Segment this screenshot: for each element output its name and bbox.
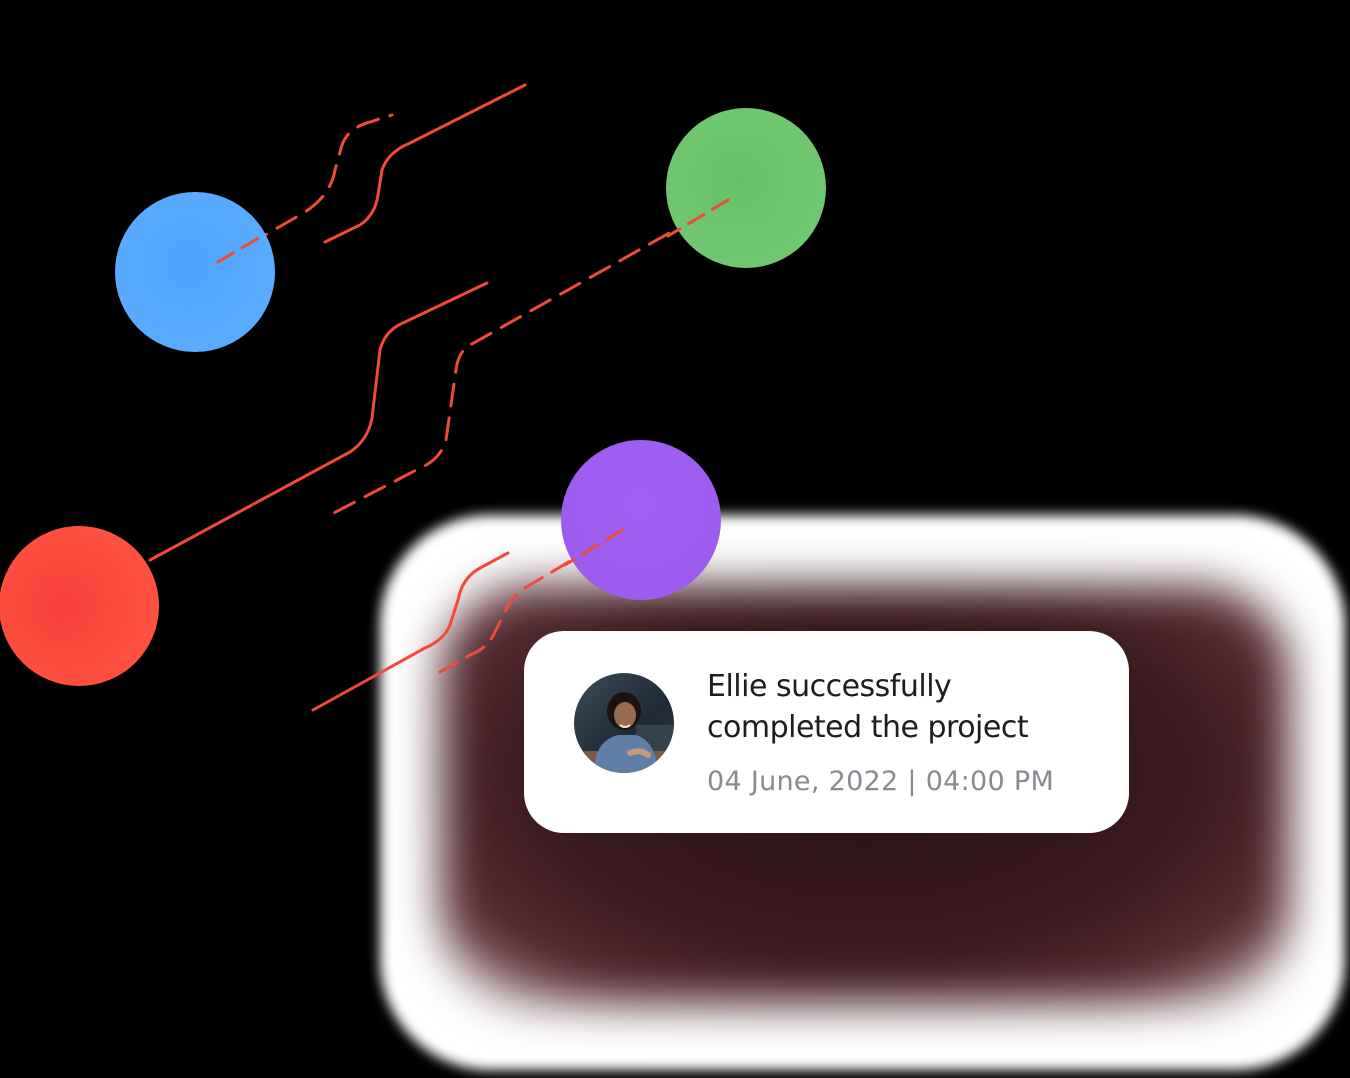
avatar-photo-icon — [574, 673, 674, 773]
dashed-link-green — [328, 198, 730, 517]
dash-over-purple — [563, 528, 624, 567]
node-red — [0, 526, 159, 686]
solid-link-blue-top — [323, 83, 527, 244]
notification-timestamp: 04 June, 2022 | 04:00 PM — [707, 765, 1054, 799]
dash-over-green — [666, 198, 730, 238]
dash-over-blue — [216, 234, 264, 264]
avatar — [574, 673, 674, 773]
solid-link-purple — [311, 551, 510, 712]
timestamp-separator: | — [907, 766, 917, 797]
notification-title: Ellie successfully completed the project — [707, 669, 1029, 745]
notification-time: 04:00 PM — [925, 766, 1055, 797]
node-green — [666, 108, 826, 268]
notification-date: 04 June, 2022 — [707, 766, 899, 797]
dashed-link-blue-top — [216, 113, 394, 264]
node-blue — [115, 192, 275, 352]
dashed-link-purple — [438, 528, 624, 674]
node-purple — [561, 440, 721, 600]
notification-card[interactable]: Ellie successfully completed the project… — [524, 631, 1129, 833]
solid-link-red — [148, 281, 489, 562]
